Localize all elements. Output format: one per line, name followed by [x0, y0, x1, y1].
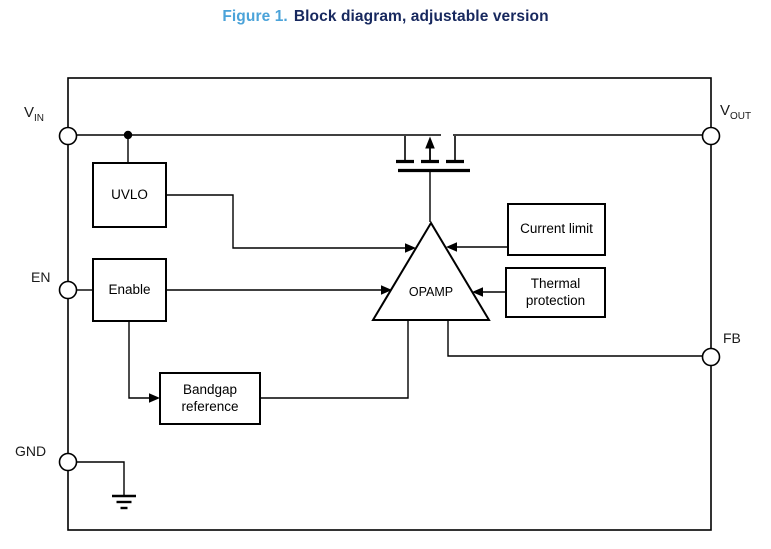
- uvlo-to-opamp-wire: [167, 194, 407, 249]
- current-limit-arrowhead: [446, 242, 457, 252]
- block-thermal-label: Thermal protection: [525, 275, 586, 308]
- vin-pin-circle: [58, 126, 78, 146]
- thermal-arrowhead: [472, 287, 483, 297]
- block-bandgap-label: Bandgap reference: [181, 381, 239, 414]
- ground-symbol: [112, 494, 136, 510]
- uvlo-arrowhead: [405, 243, 416, 253]
- pin-vin-base: V: [24, 104, 35, 121]
- junction-dot: [123, 130, 133, 140]
- pin-vout-sub: OUT: [730, 111, 752, 122]
- block-uvlo-label: UVLO: [111, 186, 148, 202]
- pin-label-fb: FB: [723, 330, 741, 346]
- figure-number: Figure 1.: [222, 8, 288, 25]
- opamp-triangle: [371, 221, 491, 321]
- arrowheads: [149, 242, 483, 403]
- wires: [77, 134, 703, 495]
- block-enable: Enable: [92, 258, 167, 322]
- chip-outline: [67, 77, 712, 531]
- pass-transistor-symbol: [396, 136, 470, 173]
- pin-circles: [58, 126, 721, 472]
- gnd-pin-circle: [58, 452, 78, 472]
- pin-vin-sub: IN: [34, 113, 45, 124]
- pin-label-vin: VIN: [24, 104, 44, 124]
- en-pin-circle: [58, 280, 78, 300]
- block-current-limit-label: Current limit: [520, 221, 593, 237]
- figure-title: Figure 1. Block diagram, adjustable versi…: [0, 8, 771, 26]
- mosfet-body-arrowhead: [425, 136, 435, 149]
- enable-to-bandgap-wire: [128, 322, 150, 399]
- bandgap-to-opamp-wire: [261, 321, 409, 399]
- opamp-label: OPAMP: [408, 285, 454, 299]
- pin-label-en: EN: [31, 269, 51, 285]
- block-thermal-protection: Thermal protection: [505, 267, 606, 318]
- block-bandgap-reference: Bandgap reference: [159, 372, 261, 425]
- block-current-limit: Current limit: [507, 203, 606, 256]
- pin-label-gnd: GND: [15, 443, 47, 459]
- vout-pin-circle: [701, 126, 721, 146]
- gnd-pin-wire: [77, 461, 125, 495]
- figure-caption: Block diagram, adjustable version: [293, 8, 549, 25]
- enable-arrowhead: [381, 285, 392, 295]
- pin-vout-base: V: [720, 102, 731, 119]
- pin-label-vout: VOUT: [720, 102, 751, 122]
- fb-pin-circle: [701, 347, 721, 367]
- opamp-to-fb-wire: [447, 321, 703, 357]
- block-enable-label: Enable: [108, 281, 151, 297]
- bandgap-arrowhead: [149, 393, 160, 403]
- block-uvlo: UVLO: [92, 162, 167, 228]
